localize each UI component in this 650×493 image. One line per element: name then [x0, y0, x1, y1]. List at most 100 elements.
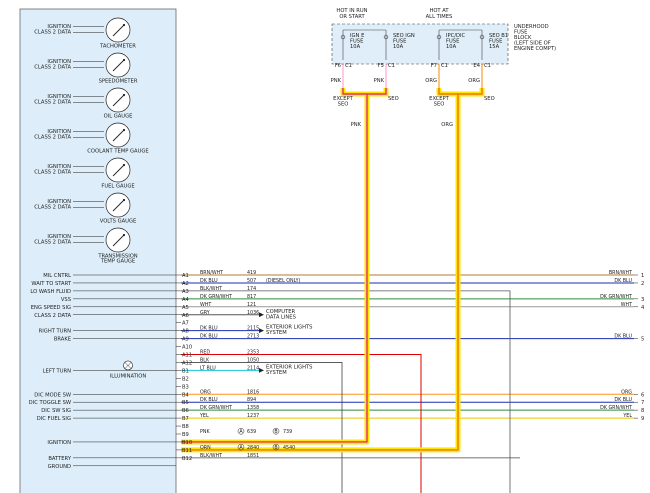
gauge-input-label: IGNITION — [47, 234, 71, 240]
wire-color-label: GRY — [200, 310, 210, 316]
gauge-needle-tip — [122, 163, 126, 167]
connector-pin: B8 — [182, 424, 189, 430]
fuse-icon — [436, 34, 442, 40]
gauge-dial — [105, 52, 131, 78]
fuse-block — [331, 23, 509, 65]
gauge-dial — [105, 17, 131, 43]
connector-pin: B6 — [182, 408, 189, 414]
connector-pin: A5 — [182, 305, 189, 311]
splice-ref — [237, 443, 245, 451]
circuit-number: 817 — [247, 294, 256, 300]
circuit-number: 2114 — [247, 365, 259, 371]
destination-color: WHT — [621, 302, 632, 308]
fuse-connector: C1 — [345, 63, 352, 69]
harness-wire — [181, 362, 343, 493]
fuse-name: SEO IGN — [393, 33, 415, 39]
variant-label: SEO — [434, 102, 445, 108]
gauge-input-label: CLASS 2 DATA — [34, 30, 71, 36]
power-source-label: ALL TIMES — [426, 14, 453, 20]
circuit-number: 2840 — [247, 445, 259, 451]
fuse-name: SEO B1 — [489, 33, 508, 39]
destination-color: DK GRN/WHT — [600, 405, 632, 411]
destination-number: 3 — [641, 297, 644, 303]
system-destination: EXTERIOR LIGHTS — [266, 325, 312, 331]
fuse-block-label: UNDERHOOD — [514, 24, 549, 30]
gauge-needle — [112, 129, 125, 142]
gauge-dial — [105, 122, 131, 148]
pin-function-label: GROUND — [48, 464, 71, 470]
fuse-block-label: (LEFT SIDE OF — [514, 41, 551, 47]
trunk-wire — [181, 88, 459, 451]
pin-function-label: MIL CNTRL — [43, 273, 71, 279]
gauge-needle — [112, 59, 125, 72]
pin-function-label: WAIT TO START — [31, 281, 71, 287]
destination-number: 4 — [641, 305, 645, 311]
circuit-number: 1851 — [247, 453, 259, 459]
connector-pin: A11 — [182, 353, 192, 359]
circuit-number: 1358 — [247, 405, 259, 411]
connector-pin: A3 — [182, 289, 189, 295]
gauge-needle-tip — [122, 58, 126, 62]
diesel-note: (DIESEL ONLY) — [266, 278, 301, 284]
circuit-number: 2115 — [247, 326, 259, 332]
harness-wire — [181, 290, 511, 493]
variant-label: SEO — [484, 96, 495, 102]
connector-pin: B9 — [182, 432, 189, 438]
circuit-number: 4540 — [283, 445, 295, 451]
splice-ref — [272, 427, 280, 435]
destination-color: YEL — [622, 413, 632, 419]
destination-color: DK BLU — [614, 397, 632, 403]
pin-function-label: BRAKE — [54, 337, 71, 343]
gauge-needle-tip — [122, 198, 126, 202]
circuit-highlight — [181, 88, 461, 453]
wire-color-label: BLK/WHT — [200, 286, 222, 292]
pin-function-label: ENG SPEED SIG — [31, 305, 71, 311]
wire-color-label: ORG — [200, 389, 211, 395]
gauge-needle — [112, 164, 125, 177]
pin-function-label: CLASS 2 DATA — [34, 313, 71, 319]
fuse-name: 10A — [393, 44, 404, 50]
destination-number: 1 — [641, 273, 644, 279]
circuit-number: 174 — [247, 286, 256, 292]
gauge-input-label: IGNITION — [47, 24, 71, 30]
fuse-cavity: F5 — [378, 63, 384, 69]
connector-pin: B1 — [182, 368, 189, 374]
gauge-name: SPEEDOMETER — [99, 79, 138, 85]
circuit-number: 1816 — [247, 389, 259, 395]
wires-layer — [91, 63, 634, 493]
circuit-number: 507 — [247, 278, 256, 284]
trunk-color: ORG — [441, 122, 453, 128]
wire-color-label: PNK — [200, 429, 210, 435]
power-source-label: HOT IN RUN — [336, 8, 367, 14]
system-destination: DATA LINES — [266, 314, 296, 320]
gauge-input-label: IGNITION — [47, 164, 71, 170]
fuse-cavity: F6 — [335, 63, 341, 69]
gauge-name: TEMP GAUGE — [100, 259, 135, 265]
gauge-needle-tip — [122, 93, 126, 97]
gauge-name: VOLTS GAUGE — [100, 219, 137, 225]
destination-number: 2 — [641, 281, 644, 287]
gauge-input-label: CLASS 2 DATA — [34, 100, 71, 106]
circuit-number: 419 — [247, 270, 256, 276]
circuit-number: 121 — [247, 302, 256, 308]
fuse-icon — [479, 34, 485, 40]
fuse-icon — [340, 34, 346, 40]
wire-color-label: LT BLU — [200, 365, 216, 371]
pin-function-label: RIGHT TURN — [39, 329, 71, 335]
gauge-name: TRANSMISSION — [97, 254, 137, 260]
variant-label: EXCEPT — [333, 96, 353, 102]
destination-color: DK BLU — [614, 334, 632, 340]
gauge-input-label: IGNITION — [47, 199, 71, 205]
gauge-needle-tip — [122, 23, 126, 27]
fuse-connector: C1 — [441, 63, 448, 69]
splice-ref-letter: B — [274, 445, 277, 451]
splice-ref — [272, 443, 280, 451]
destination-color: BRN/WHT — [609, 270, 632, 276]
circuit-highlight — [181, 88, 370, 445]
circuit-number: 739 — [283, 429, 292, 435]
wire-color-label: DK BLU — [200, 334, 218, 340]
destination-color: DK GRN/WHT — [600, 294, 632, 300]
fuse-icon — [383, 34, 389, 40]
